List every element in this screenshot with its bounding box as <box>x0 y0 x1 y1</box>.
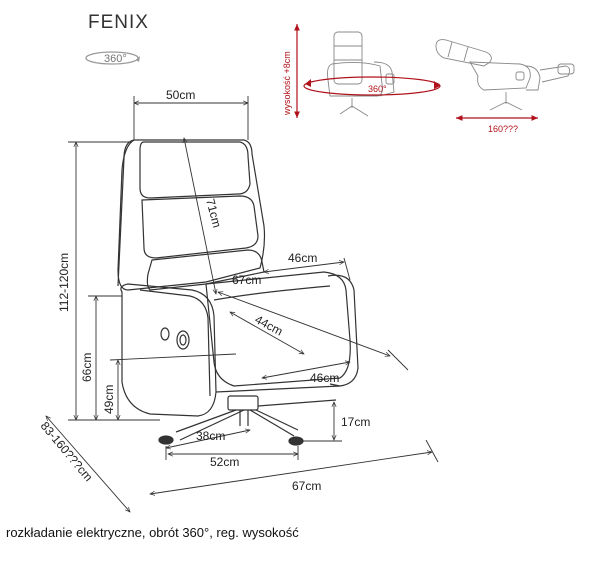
recline-label: 160??? <box>488 124 518 134</box>
height-adjust-indicator: wysokość +8cm <box>282 24 300 118</box>
dim-backrest-height: 71cm <box>184 138 224 294</box>
dim-total-depth: 67cm <box>150 439 439 494</box>
inset-rotation-icon: 360° <box>303 76 441 96</box>
label-backrest-width: 50cm <box>166 88 195 102</box>
swivel-base <box>158 395 337 446</box>
dim-armrest-height: 66cm <box>80 296 122 420</box>
label-armrest-depth: 46cm <box>288 251 317 265</box>
rotation-badge-label: 360° <box>104 53 127 65</box>
label-seat-width: 46cm <box>310 371 339 385</box>
right-armrest <box>327 274 359 387</box>
label-base-width: 52cm <box>210 455 239 469</box>
headrest-cushion <box>139 141 251 199</box>
dim-base-front: 38cm <box>166 429 250 448</box>
product-caption: rozkładanie elektryczne, obrót 360°, reg… <box>6 525 299 540</box>
back-cushion <box>141 195 259 259</box>
rotation-360-icon: 360° <box>85 51 140 65</box>
label-base-front: 38cm <box>196 429 225 443</box>
label-base-height: 17cm <box>341 415 370 429</box>
inset-reclined-chair <box>435 39 575 111</box>
lumbar-cushion <box>146 249 265 291</box>
recline-indicator: 160??? <box>456 115 538 134</box>
label-total-depth: 67cm <box>292 479 321 493</box>
label-reclined-depth: 83-160???cm <box>38 419 96 484</box>
dim-total-height: 112-120cm <box>57 142 160 420</box>
dim-reclined-depth: 83-160???cm <box>38 416 130 512</box>
dim-base-height: 17cm <box>300 402 370 442</box>
label-seat-depth-total: 67cm <box>232 273 261 287</box>
dim-backrest-width: 50cm <box>134 88 248 140</box>
dim-seat-height: 49cm <box>102 353 237 420</box>
left-armrest <box>120 283 217 417</box>
product-title: FENIX <box>88 12 149 33</box>
backrest <box>117 139 266 291</box>
label-armrest-height: 66cm <box>80 353 94 382</box>
inset-upright-chair <box>327 31 395 117</box>
main-chair <box>117 139 359 446</box>
label-total-height: 112-120cm <box>57 253 71 312</box>
label-seat-height: 49cm <box>102 385 116 414</box>
inset-rotation-label: 360° <box>368 84 387 94</box>
remote-control-panel <box>160 327 190 350</box>
label-backrest-height: 71cm <box>203 197 224 229</box>
dim-armrest-depth: 46cm <box>264 251 351 281</box>
dim-seat-width: 46cm <box>262 362 350 385</box>
dim-seat-depth: 44cm <box>230 312 304 354</box>
height-adjust-label: wysokość +8cm <box>282 51 292 116</box>
dim-base-width: 52cm <box>165 446 298 469</box>
